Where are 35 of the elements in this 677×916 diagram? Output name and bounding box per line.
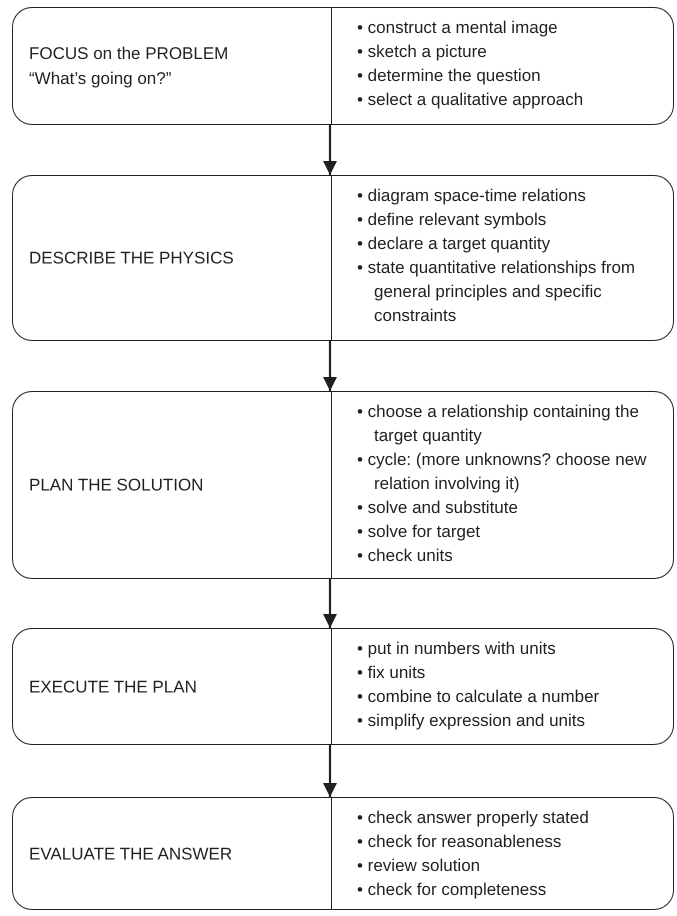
step-box — [12, 175, 674, 341]
bullet-item: • construct a mental image — [357, 17, 559, 39]
bullet-item: • select a qualitative approach — [357, 89, 584, 111]
step-box — [12, 797, 674, 910]
bullet-item: • combine to calculate a number — [357, 686, 600, 708]
bullet-item: • solve for target — [357, 521, 482, 543]
step-heading: DESCRIBE THE PHYSICS — [29, 248, 235, 270]
bullet-item: • fix units — [357, 662, 426, 684]
step-box — [12, 391, 674, 579]
step-heading: PLAN THE SOLUTION — [29, 474, 204, 496]
arrow — [323, 341, 337, 391]
bullet-item: • review solution — [357, 855, 482, 877]
arrow — [323, 745, 337, 797]
step-box — [12, 7, 674, 125]
bullet-item: • check for reasonableness — [357, 831, 562, 853]
step-box — [12, 628, 674, 745]
step-heading: EVALUATE THE ANSWER — [29, 843, 234, 865]
bullet-item: • choose a relationship containing the target quantity — [357, 401, 640, 447]
step-heading: EXECUTE THE PLAN — [29, 676, 198, 698]
bullet-item: • check for completeness — [357, 879, 548, 901]
bullet-item: • check answer properly stated — [357, 807, 590, 829]
bullet-item: • define relevant symbols — [357, 209, 548, 231]
step-heading: FOCUS on the PROBLEM “What’s going on?” — [29, 43, 230, 90]
bullet-item: • sketch a picture — [357, 41, 488, 63]
bullet-item: • determine the question — [357, 65, 542, 87]
bullet-item: • state quantitative relationships from general principles and specific constraints — [357, 257, 636, 327]
bullet-item: • simplify expression and units — [357, 710, 586, 732]
bullet-item: • solve and substitute — [357, 497, 519, 519]
arrow — [323, 579, 337, 628]
bullet-item: • diagram space-time relations — [357, 185, 587, 207]
bullet-item: • cycle: (more unknowns? choose new relation involving it) — [357, 449, 648, 495]
bullet-item: • declare a target quantity — [357, 233, 552, 255]
arrow — [323, 125, 337, 175]
bullet-item: • put in numbers with units — [357, 638, 557, 660]
bullet-item: • check units — [357, 545, 454, 567]
